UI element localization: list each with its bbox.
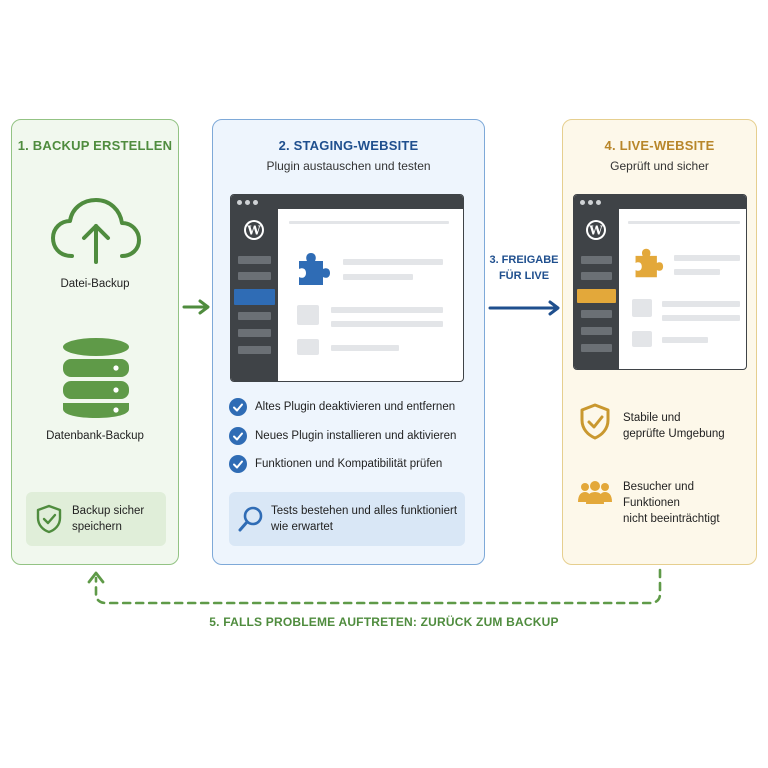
live-browser-window: W [573, 194, 747, 370]
check-text: Altes Plugin deaktivieren und entfernen [255, 401, 456, 413]
staging-title: 2. STAGING-WEBSITE [278, 138, 419, 153]
browser-sidebar: W [231, 209, 278, 381]
arrow-staging-to-live [488, 299, 562, 317]
magnifier-icon [237, 505, 265, 533]
visitors-line-3: nicht beeinträchtigt [623, 513, 720, 525]
check-text: Funktionen und Kompatibilität prüfen [255, 458, 443, 470]
release-line-1: 3. FREIGABE [489, 254, 559, 266]
release-line-2: FÜR LIVE [498, 270, 550, 282]
test-line-2: wie erwartet [271, 521, 333, 533]
users-icon [577, 480, 613, 506]
release-label: 3. FREIGABE FÜR LIVE [488, 252, 560, 284]
live-title: 4. LIVE-WEBSITE [604, 138, 715, 153]
backup-safe-box: Backup sicher speichern [26, 492, 166, 546]
staging-panel: 2. STAGING-WEBSITE Plugin austauschen un… [212, 119, 485, 565]
stable-line-2: geprüfte Umgebung [623, 428, 725, 440]
active-menu-item [234, 289, 275, 305]
browser-title-bar [231, 195, 463, 209]
live-panel: 4. LIVE-WEBSITE Geprüft und sicher W [562, 119, 757, 565]
svg-text:W: W [246, 224, 261, 238]
file-backup-label: Datei-Backup [60, 278, 130, 290]
database-icon [62, 337, 130, 419]
shield-check-icon [36, 504, 62, 534]
check-circle-icon [229, 455, 247, 473]
fallback-return-arrow [86, 568, 666, 608]
wordpress-icon: W [243, 219, 265, 241]
shield-check-icon [579, 403, 611, 441]
puzzle-icon [295, 251, 331, 287]
safe-line-2: speichern [72, 521, 122, 533]
visitors-text: Besucher und Funktionen nicht beeinträch… [623, 479, 720, 527]
db-backup-label: Datenbank-Backup [46, 430, 144, 442]
test-line-1: Tests bestehen und alles funktioniert [271, 505, 458, 517]
backup-title: 1. BACKUP ERSTELLEN [17, 138, 173, 153]
check-circle-icon [229, 398, 247, 416]
live-subtitle: Geprüft und sicher [610, 159, 709, 173]
staging-subtitle: Plugin austauschen und testen [266, 159, 431, 173]
visitors-line-1: Besucher und [623, 481, 694, 493]
wordpress-icon: W [585, 219, 607, 241]
browser-title-bar [574, 195, 746, 209]
browser-sidebar: W [574, 209, 619, 369]
svg-text:W: W [588, 224, 603, 238]
stable-line-1: Stabile und [623, 412, 681, 424]
active-menu-item [577, 289, 616, 303]
backup-panel: 1. BACKUP ERSTELLEN Datei-Backup Datenba… [11, 119, 179, 565]
visitors-line-2: Funktionen [623, 497, 680, 509]
check-text: Neues Plugin installieren und aktivieren [255, 430, 457, 442]
cloud-upload-icon [50, 196, 142, 266]
stable-env-text: Stabile und geprüfte Umgebung [623, 410, 725, 442]
puzzle-icon [632, 247, 664, 279]
fallback-label: 5. FALLS PROBLEME AUFTRETEN: ZURÜCK ZUM … [209, 615, 559, 629]
safe-line-1: Backup sicher [72, 505, 145, 517]
check-circle-icon [229, 427, 247, 445]
staging-browser-window: W [230, 194, 464, 382]
tests-passed-box: Tests bestehen und alles funktioniert wi… [229, 492, 465, 546]
arrow-backup-to-staging [182, 298, 212, 316]
